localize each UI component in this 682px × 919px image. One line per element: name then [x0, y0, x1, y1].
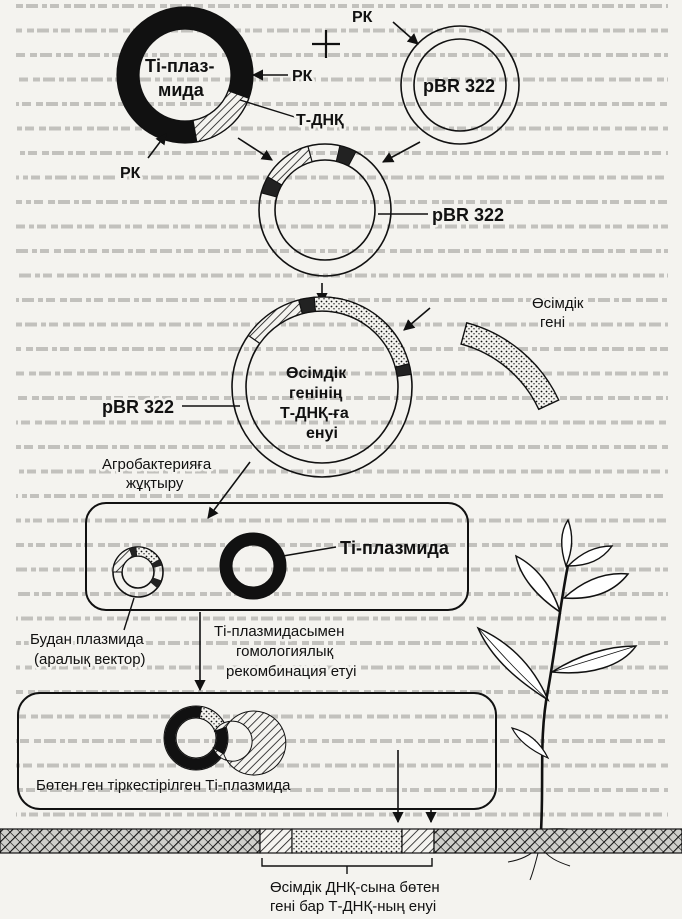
label-pbr322-top: pBR 322	[423, 76, 495, 96]
plant-icon	[476, 518, 656, 881]
pbr322-plasmid-top	[400, 25, 520, 145]
rk-segment-small-3	[150, 577, 162, 589]
label-insert-1: Өсімдік	[286, 365, 347, 382]
label-agro-1: Агробактерияға	[102, 456, 212, 473]
pointer-rk-top	[392, 21, 419, 45]
label-hybrid-1: Будан плазмида	[30, 631, 144, 648]
t-dnk-segment-small	[112, 547, 134, 573]
label-t-dnk: Т-ДНҚ	[296, 112, 344, 129]
t-dnk-segment-big	[247, 299, 304, 345]
label-insert-4: енуі	[306, 425, 338, 442]
rk-segment-big-1	[298, 296, 316, 315]
label-hybrid-2: (аралық вектор)	[34, 651, 146, 668]
label-plant-gene-1: Өсімдік	[532, 295, 584, 312]
ti-plasmid-with-foreign-gene	[163, 705, 287, 776]
label-rk-left: РК	[120, 165, 141, 182]
label-rk-top: РК	[352, 9, 373, 26]
plant-gene-small	[135, 546, 161, 565]
rk-segment-mid-2	[335, 145, 357, 167]
label-recomb-3: рекомбинация етуі	[226, 663, 356, 680]
pointer-rk-left	[147, 133, 167, 159]
rk-segment-small-2	[151, 559, 163, 568]
pointer-t-dnk	[239, 99, 299, 119]
label-recomb-2: гомологиялық	[236, 643, 334, 660]
plant-gene-fragment	[460, 321, 560, 411]
pointer-ti-plasmid-box	[282, 546, 337, 557]
label-pbr322-big: pBR 322	[102, 397, 174, 417]
plus-icon	[312, 30, 340, 58]
pointer-hybrid	[123, 597, 135, 631]
label-recomb-1: Ті-плазмидасымен	[214, 623, 344, 640]
label-bottom-2: гені бар Т-ДНҚ-ның енуі	[270, 898, 436, 915]
t-dnk-segment-mid	[267, 145, 313, 186]
label-insert-2: генінің	[289, 385, 343, 402]
rk-segment-big-2	[394, 363, 412, 377]
hybrid-plasmid-small	[112, 546, 164, 598]
ti-plasmid-in-cell	[219, 532, 287, 600]
t-dnk-in-ti	[212, 710, 287, 776]
label-rk-right: РК	[292, 68, 313, 85]
agrobacterium-cell	[85, 502, 469, 611]
label-pbr322-mid: pBR 322	[432, 205, 504, 225]
arrow-pbr-to-mid	[382, 141, 421, 163]
arrow-gene-to-big	[403, 307, 431, 331]
label-ti-plasmid-box: Ті-плазмида	[340, 538, 450, 558]
agrobacterium-cell-recombinant	[17, 692, 497, 810]
label-ti-plasmid-1: Ті-плаз-	[145, 56, 214, 76]
label-plant-gene-2: гені	[540, 314, 565, 331]
insertion-bracket	[261, 858, 433, 867]
plant-gene-insert	[313, 296, 410, 369]
arrow-infect	[207, 461, 251, 519]
label-foreign-box: Бөтен ген тіркестірілген Ті-плазмида	[36, 777, 291, 794]
recombinant-plasmid-mid	[258, 143, 392, 277]
rk-segment-mid-1	[260, 176, 283, 198]
label-bottom-1: Өсімдік ДНҚ-сына бөтен	[270, 879, 440, 896]
plant-chromosome	[0, 828, 682, 854]
recombinant-plasmid-big	[231, 296, 413, 478]
rk-segment-small-1	[129, 547, 137, 557]
arrow-ti-to-mid	[237, 137, 273, 161]
label-ti-plasmid-2: мида	[158, 80, 205, 100]
label-insert-3: Т-ДНҚ-ға	[280, 405, 349, 422]
label-agro-2: жұқтыру	[126, 475, 184, 492]
